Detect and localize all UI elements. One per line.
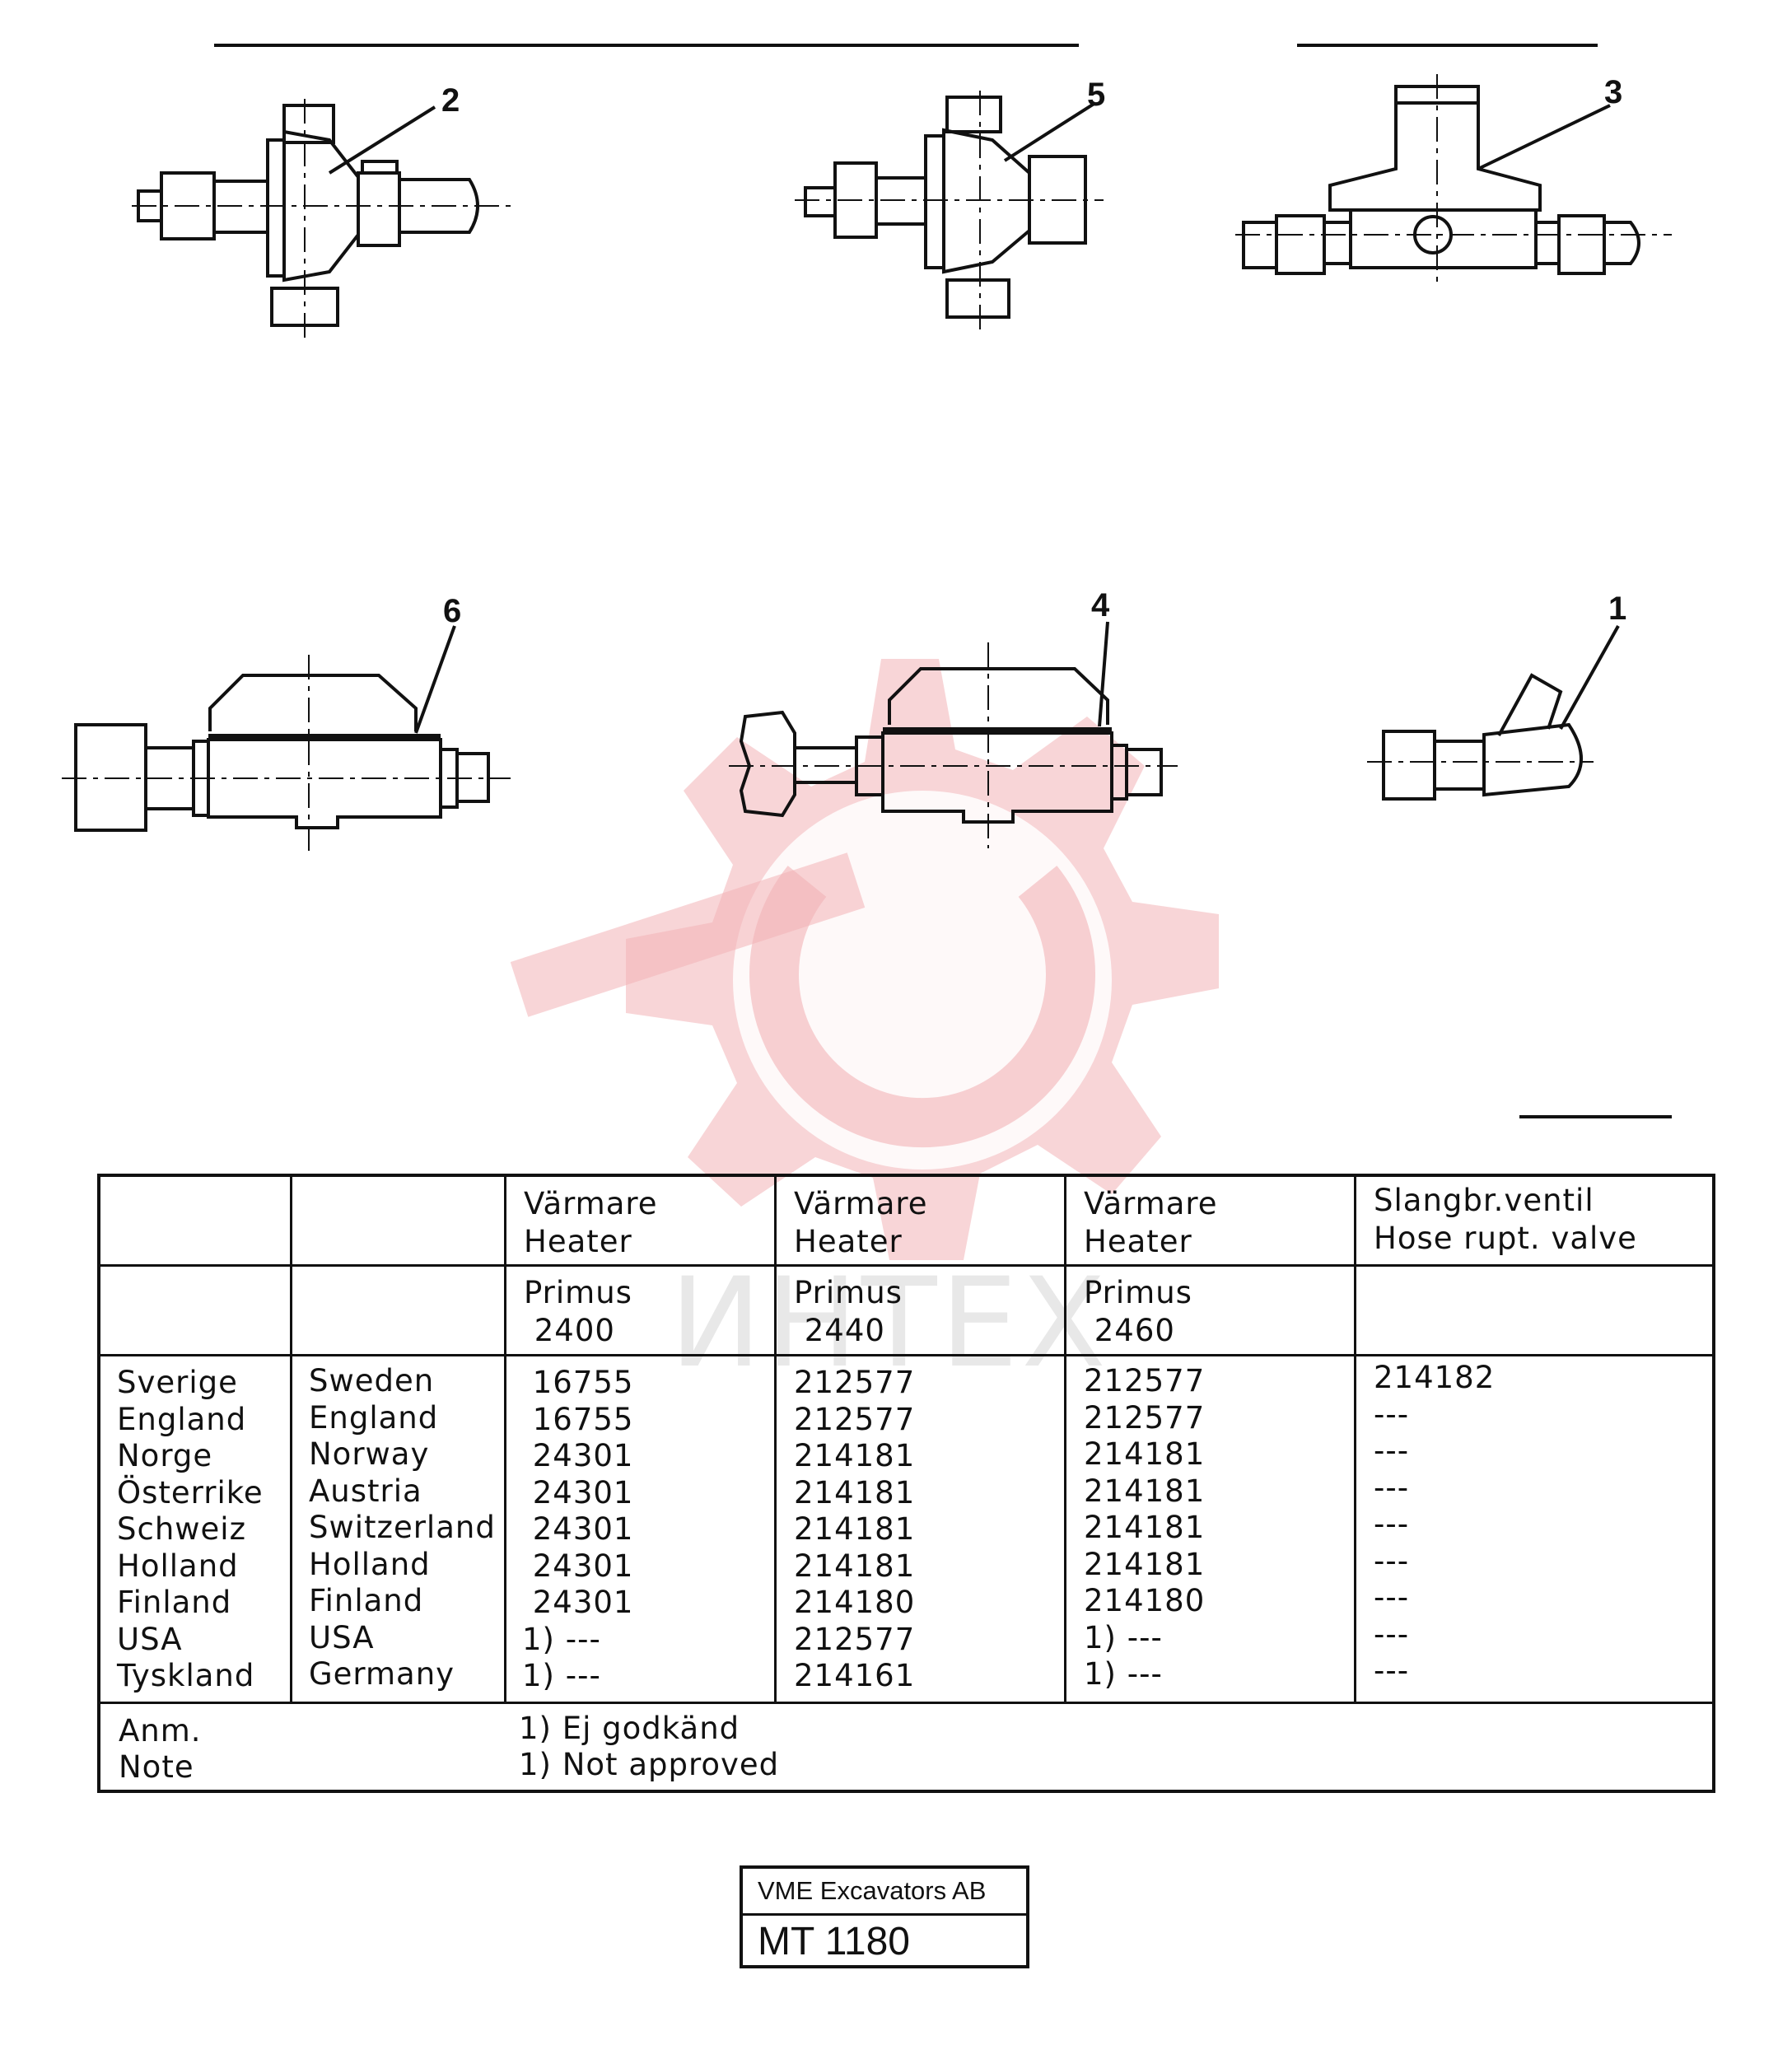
table-row-cell: 214181 — [794, 1474, 916, 1510]
table-row-cell: --- — [1374, 1506, 1410, 1542]
table-row-cell: 212577 — [794, 1621, 916, 1657]
table-row-cell: Schweiz — [117, 1511, 247, 1547]
table-row-cell: 1) --- — [1084, 1656, 1163, 1692]
part-5-drawing — [795, 91, 1104, 329]
table-row-cell: 1) --- — [522, 1658, 601, 1693]
table-row-cell: 24301 — [522, 1511, 634, 1547]
column-primus-2400: 16755 16755 24301 24301 24301 24301 2430… — [522, 1365, 633, 1695]
column-swedish-country: Sverige England Norge Österrike Schweiz … — [117, 1365, 264, 1695]
header-primus-2400: Primus 2400 — [524, 1275, 632, 1348]
table-row-cell: Holland — [309, 1546, 431, 1582]
table-row-cell: 214181 — [1084, 1473, 1206, 1509]
watermark-gear-logo — [511, 659, 1219, 1260]
table-row-cell: --- — [1374, 1616, 1410, 1652]
column-hose-rupture-valve: 214182 --- --- --- --- --- --- --- --- — [1374, 1360, 1495, 1690]
table-row-cell: 212577 — [1084, 1363, 1206, 1398]
table-row-cell: Holland — [117, 1548, 239, 1584]
table-row-cell: Switzerland — [309, 1510, 496, 1545]
table-row-cell: 1) --- — [1084, 1619, 1163, 1655]
table-row-cell: USA — [309, 1619, 375, 1655]
table-row-cell: 214181 — [1084, 1510, 1206, 1545]
table-row-cell: Sverige — [117, 1365, 238, 1400]
table-row-cell: 212577 — [794, 1401, 916, 1437]
column-english-country: Sweden England Norway Austria Switzerlan… — [309, 1363, 496, 1693]
part-label-5: 5 — [1087, 77, 1105, 113]
part-4-drawing — [729, 621, 1178, 848]
table-row-cell: 24301 — [522, 1548, 634, 1584]
table-row-cell: 214181 — [794, 1548, 916, 1584]
column-primus-2460: 212577 212577 214181 214181 214181 21418… — [1084, 1363, 1205, 1693]
table-row-cell: Norge — [117, 1438, 213, 1473]
table-row-cell: Norway — [309, 1436, 430, 1472]
table-row-cell: --- — [1374, 1433, 1410, 1468]
table-row-cell: 1) --- — [522, 1621, 601, 1657]
note-text-sv: 1) Ej godkänd — [519, 1711, 740, 1746]
table-row-cell: --- — [1374, 1653, 1410, 1688]
table-row-cell: 24301 — [522, 1585, 634, 1620]
table-row-cell: --- — [1374, 1543, 1410, 1579]
table-row-cell: --- — [1374, 1580, 1410, 1615]
part-label-4: 4 — [1091, 587, 1110, 623]
header-primus-2460: Primus 2460 — [1084, 1275, 1192, 1348]
table-row-cell: 214181 — [794, 1511, 916, 1547]
header-hose-rupture-valve: Slangbr.ventil Hose rupt. valve — [1374, 1183, 1637, 1256]
header-heater-2440: Värmare Heater — [794, 1186, 928, 1259]
table-row-cell: 214180 — [1084, 1583, 1206, 1618]
part-label-1: 1 — [1608, 591, 1626, 627]
table-row-cell: 214181 — [794, 1438, 916, 1473]
table-row-cell: 214181 — [1084, 1436, 1206, 1472]
table-row-cell: --- — [1374, 1396, 1410, 1432]
table-row-cell: Finland — [117, 1585, 232, 1620]
part-label-3: 3 — [1604, 74, 1622, 110]
parts-illustration: 2 5 3 — [62, 44, 1672, 1118]
document-footer: VME Excavators AB MT 1180 — [740, 1865, 1029, 1968]
table-row-cell: Germany — [309, 1656, 455, 1692]
watermark-text: ИНТЕХ — [669, 1252, 1110, 1395]
company-name: VME Excavators AB — [743, 1869, 1026, 1916]
table-row-cell: 214182 — [1374, 1360, 1496, 1395]
table-row-cell: --- — [1374, 1469, 1410, 1506]
table-row-cell: 24301 — [522, 1438, 634, 1473]
parts-table: Värmare Heater Värmare Heater Värmare He… — [97, 1174, 1715, 1793]
header-heater-2460: Värmare Heater — [1084, 1186, 1218, 1259]
table-row-cell: Austria — [309, 1473, 422, 1509]
note-label-sv: Anm. — [119, 1713, 202, 1749]
table-row-cell: Österrike — [117, 1474, 264, 1510]
table-row-cell: 214180 — [794, 1585, 916, 1620]
table-row-cell: England — [117, 1401, 247, 1437]
header-heater-2400: Värmare Heater — [524, 1186, 658, 1259]
part-label-6: 6 — [443, 593, 461, 629]
note-text-en: 1) Not approved — [519, 1747, 780, 1782]
table-row-cell: 214181 — [1084, 1546, 1206, 1582]
table-row-cell: 212577 — [1084, 1399, 1206, 1436]
column-primus-2440: 212577 212577 214181 214181 214181 21418… — [794, 1365, 915, 1695]
part-1-drawing — [1367, 625, 1620, 801]
table-row-cell: Tyskland — [117, 1658, 255, 1693]
part-6-drawing — [62, 625, 511, 857]
table-row-cell: USA — [117, 1621, 183, 1657]
note-label-en: Note — [119, 1749, 194, 1785]
table-row-cell: 16755 — [522, 1401, 634, 1437]
table-row-cell: 16755 — [522, 1365, 634, 1400]
part-3-drawing — [1235, 74, 1672, 284]
header-primus-2440: Primus 2440 — [794, 1275, 903, 1348]
document-code: MT 1180 — [758, 1920, 910, 1963]
table-row-cell: 214161 — [794, 1658, 916, 1693]
table-row-cell: England — [309, 1399, 439, 1436]
table-row-cell: Sweden — [309, 1363, 435, 1398]
table-row-cell: 24301 — [522, 1474, 634, 1510]
table-row-cell: 212577 — [794, 1365, 916, 1400]
part-label-2: 2 — [441, 82, 460, 119]
table-row-cell: Finland — [309, 1583, 424, 1618]
part-2-drawing — [132, 99, 511, 338]
